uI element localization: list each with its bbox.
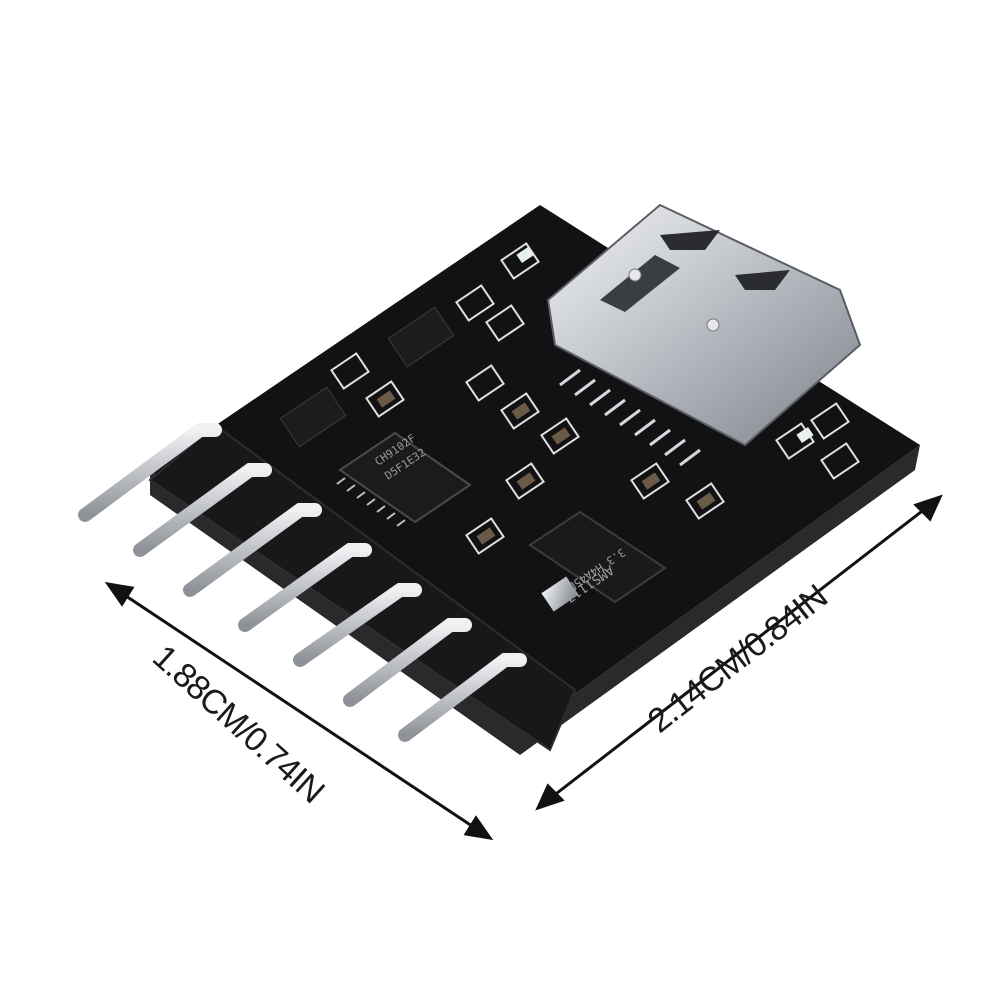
transistor-1: [387, 306, 455, 368]
led-1: [516, 246, 534, 264]
pcb-edge: [150, 445, 920, 755]
usb-c-connector: [546, 203, 862, 467]
smd-components: [330, 242, 860, 555]
capacitors: [376, 390, 716, 545]
dimension-arrow-right: [535, 494, 943, 811]
transistor-2: [279, 386, 347, 448]
header-pins: [78, 423, 527, 742]
usb-uart-chip: CH9102F D5F1E32: [336, 432, 472, 527]
dimension-arrow-left: [104, 581, 494, 841]
led-2: [796, 426, 814, 444]
voltage-regulator: AMS1117 3.3 H4A45D: [528, 510, 667, 612]
